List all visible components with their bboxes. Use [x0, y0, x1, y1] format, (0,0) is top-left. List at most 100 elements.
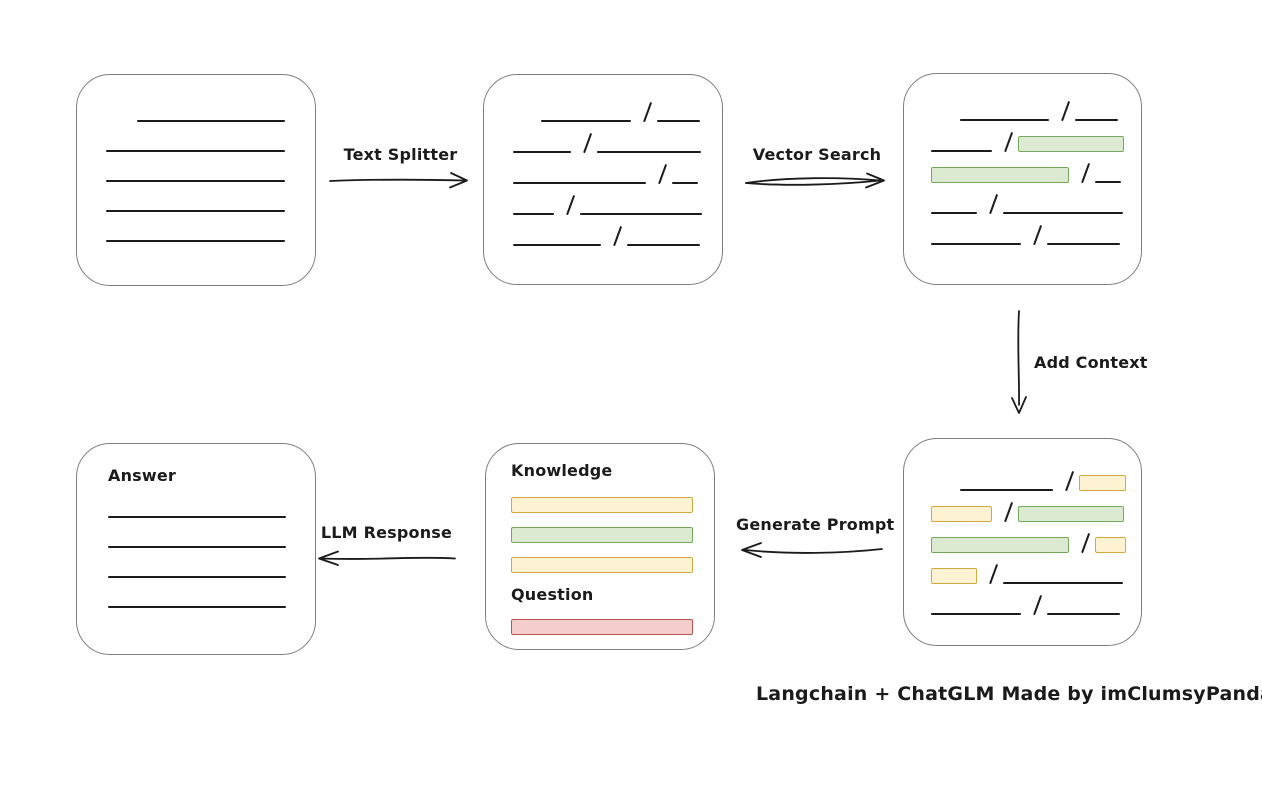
answer-label: Answer	[108, 466, 177, 485]
text-row	[511, 543, 714, 573]
vector-search-arrow-icon	[745, 172, 885, 189]
text-line-placeholder	[108, 515, 286, 518]
document-lines	[77, 75, 315, 242]
slash-separator	[1029, 594, 1039, 615]
slash-separator	[562, 194, 572, 215]
prompt-box: Knowledge Question	[485, 443, 715, 650]
answer-lines	[108, 488, 315, 608]
text-line-placeholder	[960, 118, 1049, 121]
text-line-placeholder	[960, 488, 1053, 491]
text-line-placeholder	[108, 545, 286, 548]
slash-separator	[639, 101, 649, 122]
text-row	[960, 90, 1141, 121]
text-row	[960, 460, 1141, 491]
text-row	[108, 578, 315, 608]
yellow-highlight-chip	[931, 506, 992, 522]
text-line-placeholder	[108, 575, 286, 578]
text-row	[931, 152, 1141, 183]
text-row	[541, 91, 722, 122]
text-row	[106, 152, 315, 182]
text-row	[108, 518, 315, 548]
green-highlight-chip	[931, 537, 1069, 553]
text-splitter-arrow-icon	[329, 172, 468, 189]
text-row	[513, 122, 722, 153]
text-line-placeholder	[1095, 180, 1121, 183]
yellow-highlight-chip	[931, 568, 977, 584]
slash-separator	[1000, 501, 1010, 522]
text-row	[106, 212, 315, 242]
add-context-arrow-icon	[1011, 310, 1027, 414]
context-chunk-lines	[904, 439, 1141, 615]
text-row	[108, 548, 315, 578]
slash-separator	[1061, 470, 1071, 491]
text-line-placeholder	[672, 181, 698, 184]
text-row	[513, 215, 722, 246]
text-line-placeholder	[513, 212, 554, 215]
text-line-placeholder	[1047, 612, 1120, 615]
slash-separator	[1077, 162, 1087, 183]
text-line-placeholder	[931, 149, 992, 152]
text-line-placeholder	[513, 181, 646, 184]
text-line-placeholder	[1075, 118, 1118, 121]
slash-separator	[654, 163, 664, 184]
text-line-placeholder	[137, 119, 285, 122]
slash-separator	[1077, 532, 1087, 553]
text-line-placeholder	[106, 179, 285, 182]
text-row	[511, 513, 714, 543]
knowledge-label: Knowledge	[511, 461, 613, 480]
vector-search-label: Vector Search	[752, 145, 882, 164]
text-line-placeholder	[513, 243, 601, 246]
text-row	[931, 214, 1141, 245]
text-line-placeholder	[597, 150, 701, 153]
text-row	[931, 121, 1141, 152]
slash-separator	[985, 563, 995, 584]
llm-response-label: LLM Response	[320, 523, 453, 542]
context-chunks-box	[903, 438, 1142, 646]
green-highlight-chip	[511, 527, 693, 543]
text-line-placeholder	[931, 242, 1021, 245]
generate-prompt-label: Generate Prompt	[736, 515, 895, 534]
add-context-label: Add Context	[1034, 353, 1148, 372]
text-row	[931, 522, 1141, 553]
slash-separator	[1057, 100, 1067, 121]
text-line-placeholder	[106, 239, 285, 242]
split-chunks-box	[483, 74, 723, 285]
text-row	[513, 153, 722, 184]
text-row	[931, 183, 1141, 214]
text-row	[137, 92, 315, 122]
vector-matches-box	[903, 73, 1142, 285]
yellow-highlight-chip	[511, 557, 693, 573]
question-bar	[511, 607, 714, 635]
text-line-placeholder	[931, 211, 977, 214]
source-document-box	[76, 74, 316, 286]
slash-separator	[579, 132, 589, 153]
text-row	[513, 184, 722, 215]
text-row	[931, 553, 1141, 584]
text-line-placeholder	[657, 119, 700, 122]
green-highlight-chip	[931, 167, 1069, 183]
llm-response-arrow-icon	[318, 550, 456, 566]
text-row	[108, 488, 315, 518]
text-line-placeholder	[106, 149, 285, 152]
text-line-placeholder	[108, 605, 286, 608]
slash-separator	[1029, 224, 1039, 245]
text-splitter-label: Text Splitter	[343, 145, 458, 164]
text-row	[106, 122, 315, 152]
green-highlight-chip	[1018, 506, 1124, 522]
text-row	[511, 483, 714, 513]
text-row	[511, 607, 714, 635]
generate-prompt-arrow-icon	[741, 542, 883, 558]
question-label: Question	[511, 585, 594, 604]
text-line-placeholder	[1003, 581, 1123, 584]
text-line-placeholder	[580, 212, 702, 215]
diagram-caption: Langchain + ChatGLM Made by imClumsyPand…	[756, 683, 1262, 705]
slash-separator	[1000, 131, 1010, 152]
yellow-highlight-chip	[1095, 537, 1126, 553]
slash-separator	[985, 193, 995, 214]
slash-separator	[609, 225, 619, 246]
text-line-placeholder	[1003, 211, 1123, 214]
red-highlight-chip	[511, 619, 693, 635]
chunk-lines	[484, 75, 722, 246]
answer-box: Answer	[76, 443, 316, 655]
